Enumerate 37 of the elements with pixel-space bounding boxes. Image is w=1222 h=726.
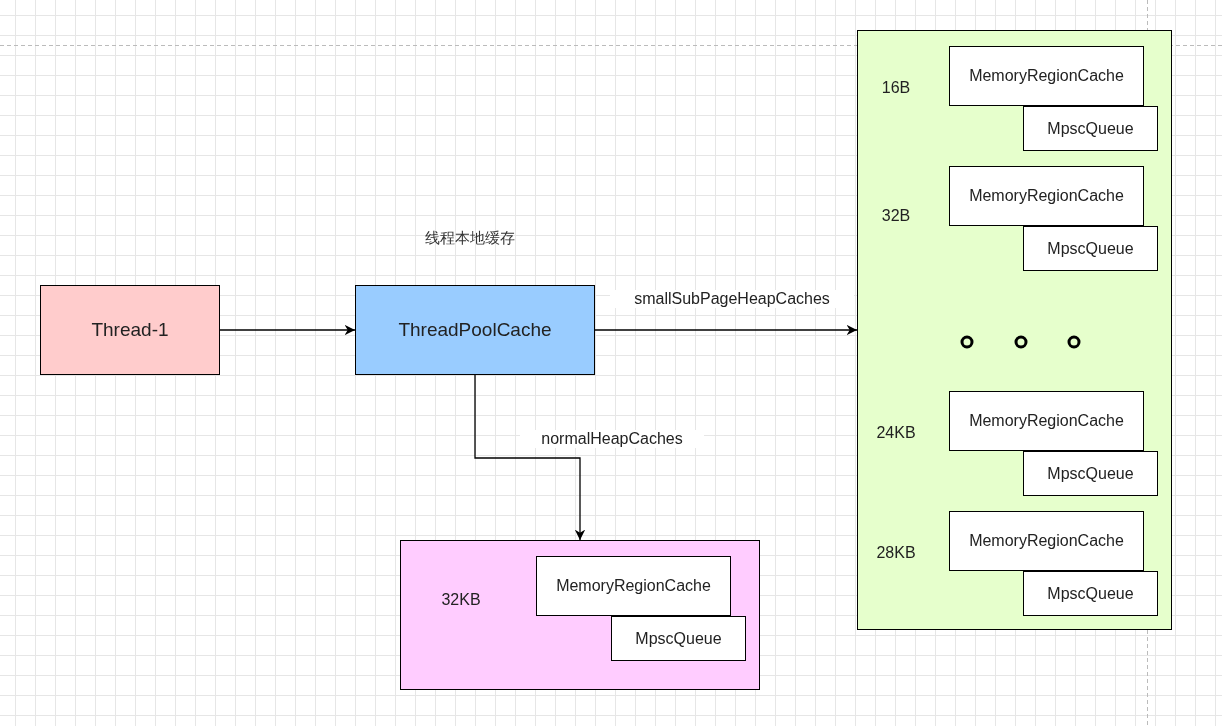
arrow: [594, 324, 858, 336]
process-box: [40, 285, 220, 375]
node-text: MemoryRegionCache: [969, 67, 1124, 85]
edge-label: smallSubPageHeapCaches: [610, 290, 854, 308]
node-text: MemoryRegionCache: [969, 532, 1124, 550]
arrow: [219, 324, 356, 336]
size-label: 16B: [880, 79, 912, 97]
cache-box: [949, 511, 1144, 571]
node-text: MemoryRegionCache: [556, 577, 711, 595]
container-box: [857, 30, 1172, 630]
queue-box: [1023, 226, 1158, 271]
node-text: MpscQueue: [1047, 464, 1134, 483]
size-label: 32KB: [440, 591, 482, 609]
size-label: 28KB: [875, 544, 917, 562]
queue-box: [1023, 571, 1158, 616]
edge-label: normalHeapCaches: [520, 430, 704, 448]
queue-box: [1023, 451, 1158, 496]
container-box: [400, 540, 760, 690]
node-text: MpscQueue: [1047, 239, 1134, 258]
node-text: MemoryRegionCache: [969, 412, 1124, 430]
cache-box: [536, 556, 731, 616]
size-label: 32B: [880, 207, 912, 225]
cache-box: [949, 391, 1144, 451]
cache-box: [949, 46, 1144, 106]
node-text: MpscQueue: [635, 629, 722, 648]
size-label: 24KB: [875, 424, 917, 442]
cache-box: [949, 166, 1144, 226]
node-text: MpscQueue: [1047, 584, 1134, 603]
node-text: Thread-1: [91, 319, 169, 341]
node-text: ThreadPoolCache: [398, 319, 552, 341]
node-label: 线程本地缓存: [424, 229, 516, 248]
process-box: [355, 285, 595, 375]
queue-box: [1023, 106, 1158, 151]
arrow: [474, 374, 586, 541]
queue-box: [611, 616, 746, 661]
node-text: MemoryRegionCache: [969, 187, 1124, 205]
node-text: MpscQueue: [1047, 119, 1134, 138]
